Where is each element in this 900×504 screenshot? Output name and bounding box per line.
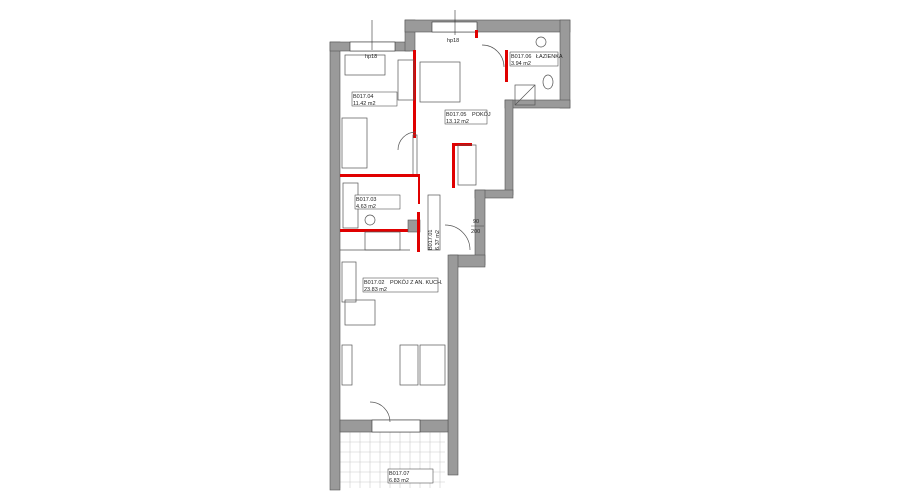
room-label-b017-06: B017.06 ŁAZIENKA 3.94 m2 bbox=[509, 51, 563, 67]
svg-text:POKÓJ: POKÓJ bbox=[472, 111, 491, 118]
window-label: hp18 bbox=[365, 54, 377, 60]
window-label: hp18 bbox=[447, 38, 459, 44]
room-label-b017-03: B017.03 4.63 m2 bbox=[354, 194, 401, 210]
svg-text:90: 90 bbox=[473, 219, 479, 225]
svg-text:ŁAZIENKA: ŁAZIENKA bbox=[536, 54, 563, 60]
interior-walls bbox=[340, 30, 508, 252]
entry-door-dimensions: 90 200 bbox=[471, 219, 484, 235]
svg-text:B017.02: B017.02 bbox=[364, 280, 385, 286]
svg-text:6.83 m2: 6.83 m2 bbox=[389, 478, 409, 484]
svg-text:POKÓJ Z AN. KUCH.: POKÓJ Z AN. KUCH. bbox=[390, 279, 443, 286]
windows bbox=[349, 10, 478, 433]
svg-text:B017.07: B017.07 bbox=[389, 471, 410, 477]
room-label-b017-04: B017.04 11.42 m2 bbox=[351, 91, 398, 107]
furniture bbox=[341, 36, 554, 423]
svg-text:B017.05: B017.05 bbox=[446, 112, 467, 118]
svg-text:B017.03: B017.03 bbox=[356, 197, 377, 203]
outer-walls bbox=[329, 19, 571, 491]
room-label-b017-05: B017.05 POKÓJ 13.12 m2 bbox=[444, 109, 491, 125]
svg-text:13.12 m2: 13.12 m2 bbox=[446, 119, 469, 125]
room-label-b017-07: B017.07 6.83 m2 bbox=[387, 468, 434, 484]
svg-text:6.37 m2: 6.37 m2 bbox=[435, 230, 441, 250]
svg-text:11.42 m2: 11.42 m2 bbox=[353, 101, 376, 107]
room-label-b017-02: B017.02 POKÓJ Z AN. KUCH. 23.83 m2 bbox=[362, 277, 443, 293]
svg-text:B017.04: B017.04 bbox=[353, 94, 374, 100]
svg-text:4.63 m2: 4.63 m2 bbox=[356, 204, 376, 210]
svg-text:3.94 m2: 3.94 m2 bbox=[511, 61, 531, 67]
svg-text:B017.01: B017.01 bbox=[428, 230, 434, 251]
room-label-b017-01: B017.01 6.37 m2 bbox=[428, 230, 441, 251]
svg-text:200: 200 bbox=[471, 229, 480, 235]
svg-text:23.83 m2: 23.83 m2 bbox=[364, 287, 387, 293]
svg-text:B017.06: B017.06 bbox=[511, 54, 532, 60]
